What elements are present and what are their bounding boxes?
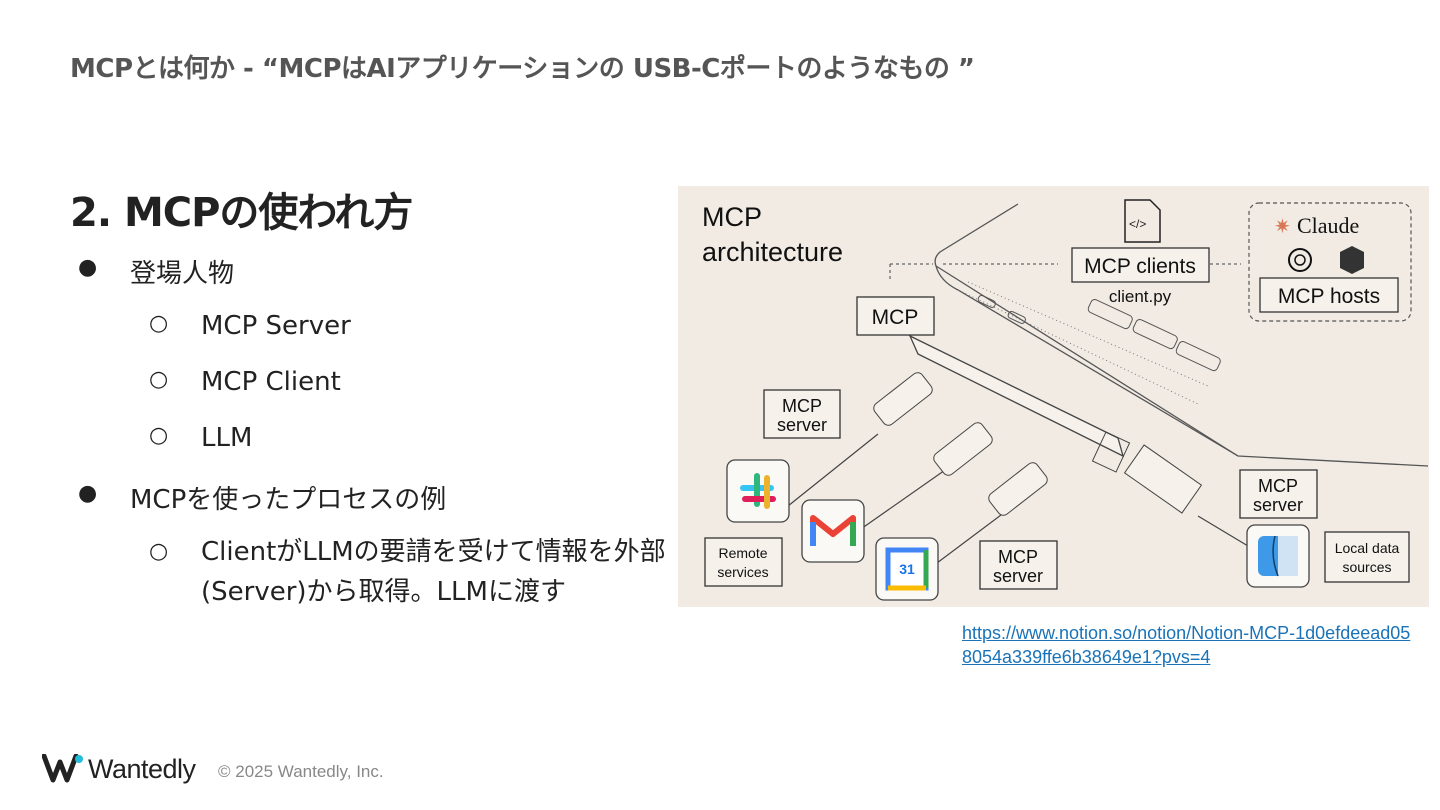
mcp-server-box bbox=[979, 540, 1058, 590]
mcp-architecture-diagram: MCP architecture </> MCP clients client.… bbox=[678, 186, 1429, 607]
claude-label: Claude bbox=[1297, 213, 1359, 238]
laptop-port bbox=[1007, 310, 1026, 324]
source-link[interactable]: https://www.notion.so/notion/Notion-MCP-… bbox=[962, 623, 1411, 667]
usb-hub-plug bbox=[1091, 431, 1131, 473]
mcp-clients-label: MCP clients bbox=[1084, 255, 1196, 278]
laptop-port bbox=[977, 294, 996, 308]
local-data-box bbox=[1324, 531, 1410, 583]
client-file-label: client.py bbox=[1109, 287, 1172, 306]
mcp-server-label-line1: MCP bbox=[1258, 476, 1298, 496]
mcp-box bbox=[856, 296, 935, 336]
slack-icon-stroke bbox=[742, 496, 776, 502]
mcp-label: MCP bbox=[872, 306, 919, 329]
wantedly-logo-icon bbox=[42, 754, 83, 783]
sub-bullet-circle: ○ bbox=[149, 367, 169, 392]
usb-a-plug bbox=[1123, 444, 1203, 514]
sub-bullet-text: LLM bbox=[201, 423, 253, 453]
sub-bullet-item: ○ ClientがLLMの要請を受けて情報を外部(Server)から取得。LLM… bbox=[149, 532, 671, 612]
claude-asterisk-icon: ✷ bbox=[1274, 216, 1291, 238]
calendar-day: 31 bbox=[899, 561, 915, 577]
cable bbox=[932, 505, 1014, 567]
sub-bullet-circle: ○ bbox=[149, 539, 169, 564]
usb-c-plug bbox=[873, 372, 933, 426]
mcp-server-label-line2: server bbox=[777, 415, 827, 435]
cable bbox=[787, 433, 879, 507]
mcp-server-label-line1: MCP bbox=[782, 396, 822, 416]
laptop-key bbox=[1175, 341, 1221, 372]
cable bbox=[1197, 515, 1249, 547]
mcp-hosts-label: MCP hosts bbox=[1278, 285, 1380, 308]
bullet-item: ● 登場人物 bbox=[78, 253, 235, 290]
finder-profile bbox=[1272, 535, 1279, 577]
mcp-server-box bbox=[1239, 469, 1318, 519]
local-data-line1: Local data bbox=[1335, 540, 1400, 556]
diagram-title-line2: architecture bbox=[702, 237, 843, 267]
sub-bullet-text: ClientがLLMの要請を受けて情報を外部(Server)から取得。LLMに渡… bbox=[201, 537, 666, 607]
openai-icon-inner bbox=[1294, 254, 1306, 266]
usb-hub bbox=[908, 334, 1125, 458]
sub-bullet-circle: ○ bbox=[149, 311, 169, 336]
cube-app-icon bbox=[1340, 246, 1364, 274]
cable bbox=[857, 467, 949, 532]
bullet-dot: ● bbox=[78, 481, 98, 506]
remote-services-line1: Remote bbox=[718, 545, 767, 561]
code-brackets-glyph: </> bbox=[1129, 217, 1146, 231]
slide-header-title: MCPとは何か - “MCPはAIアプリケーションの USB-Cポートのようなも… bbox=[70, 54, 975, 84]
usb-c-plug bbox=[933, 422, 993, 476]
mcp-hosts-box bbox=[1259, 277, 1399, 313]
calendar-frame bbox=[885, 547, 929, 591]
diagram-title-line1: MCP bbox=[702, 202, 762, 232]
sub-bullet-item: ○ LLM bbox=[149, 423, 253, 453]
mcp-server-box bbox=[763, 389, 841, 439]
sub-bullet-circle: ○ bbox=[149, 423, 169, 448]
bullet-item: ● MCPを使ったプロセスの例 bbox=[78, 479, 447, 516]
mcp-server-label-line1: MCP bbox=[998, 547, 1038, 567]
sub-bullet-item: ○ MCP Client bbox=[149, 367, 341, 397]
section-heading: 2. MCPの使われ方 bbox=[70, 190, 413, 236]
laptop-outline bbox=[934, 203, 1429, 467]
slack-icon-stroke bbox=[764, 475, 770, 509]
bullet-dot: ● bbox=[78, 255, 98, 280]
mcp-hosts-group bbox=[1248, 202, 1412, 322]
bullet-text: 登場人物 bbox=[130, 259, 235, 289]
code-file-icon bbox=[1124, 199, 1161, 243]
sub-bullet-text: MCP Server bbox=[201, 311, 351, 341]
bullet-text: MCPを使ったプロセスの例 bbox=[130, 485, 447, 515]
copyright-text: © 2025 Wantedly, Inc. bbox=[218, 762, 384, 781]
sub-bullet-text: MCP Client bbox=[201, 367, 341, 397]
sub-bullet-item: ○ MCP Server bbox=[149, 311, 351, 341]
mcp-clients-box bbox=[1071, 247, 1210, 283]
laptop-speaker-grille bbox=[957, 289, 1199, 405]
laptop-key bbox=[1087, 299, 1133, 330]
local-data-line2: sources bbox=[1342, 559, 1391, 575]
remote-services-box bbox=[704, 537, 783, 587]
usb-c-plug bbox=[988, 462, 1048, 516]
laptop-key bbox=[1132, 319, 1178, 350]
mcp-server-label-line2: server bbox=[1253, 495, 1303, 515]
laptop-edge bbox=[935, 265, 1239, 457]
openai-icon bbox=[1288, 248, 1312, 272]
finder-face-right bbox=[1278, 536, 1298, 576]
brand-name: Wantedly bbox=[88, 754, 196, 784]
mcp-server-label-line2: server bbox=[993, 566, 1043, 586]
remote-services-line2: services bbox=[717, 564, 768, 580]
diagram-canvas: MCP architecture </> MCP clients client.… bbox=[702, 199, 1429, 601]
